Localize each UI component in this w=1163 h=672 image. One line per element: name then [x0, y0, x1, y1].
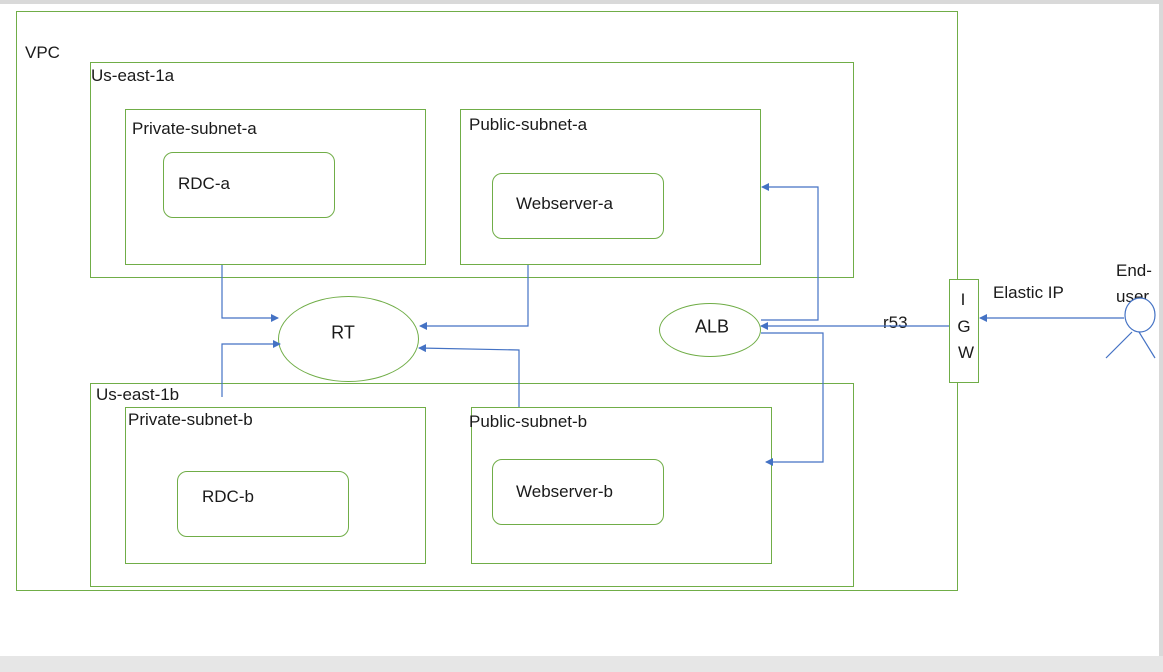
end-user-icon: [1105, 297, 1156, 359]
igw-letter-w: W: [957, 343, 975, 362]
arrow-private-b-to-rt: [221, 340, 281, 397]
webserver-a-instance[interactable]: [492, 173, 664, 239]
rdc-b-instance[interactable]: [177, 471, 349, 537]
webserver-b-instance[interactable]: [492, 459, 664, 525]
webserver-a-label: Webserver-a: [516, 194, 613, 213]
arrow-alb-to-public-a: [761, 183, 819, 321]
r53-label: r53: [883, 313, 908, 332]
private-subnet-a-box[interactable]: [125, 109, 426, 265]
elastic-ip-label: Elastic IP: [993, 283, 1064, 302]
rdc-a-instance[interactable]: [163, 152, 335, 218]
webserver-b-label: Webserver-b: [516, 482, 613, 501]
public-subnet-b-box[interactable]: [471, 407, 772, 564]
private-subnet-a-label: Private-subnet-a: [132, 119, 257, 138]
arrow-private-a-to-rt: [221, 265, 279, 322]
arrow-public-a-to-rt: [419, 265, 529, 330]
route-table-node[interactable]: [278, 296, 419, 382]
az-b-label: Us-east-1b: [96, 385, 180, 404]
igw-letter-g: G: [957, 317, 971, 336]
end-user-label-line1: End-: [1116, 261, 1152, 280]
az-a-label: Us-east-1a: [91, 66, 175, 85]
public-subnet-a-label: Public-subnet-a: [469, 115, 588, 134]
alb-node[interactable]: [659, 303, 761, 357]
arrow-alb-to-public-b: [761, 332, 824, 466]
private-subnet-b-label: Private-subnet-b: [128, 410, 253, 429]
window-right-edge: [1159, 0, 1163, 672]
rdc-a-label: RDC-a: [178, 174, 230, 193]
igw-box[interactable]: [949, 279, 979, 383]
alb-label: ALB: [694, 316, 730, 337]
az-a-box[interactable]: [90, 62, 854, 278]
rdc-b-label: RDC-b: [202, 487, 254, 506]
route-table-label: RT: [331, 322, 355, 343]
az-b-box[interactable]: [90, 383, 854, 587]
public-subnet-a-box[interactable]: [460, 109, 761, 265]
window-bottom-bar: [0, 656, 1163, 672]
public-subnet-b-label: Public-subnet-b: [469, 412, 588, 431]
igw-letter-i: I: [960, 290, 966, 309]
vpc-label: VPC: [25, 43, 60, 62]
window-top-edge: [0, 0, 1163, 4]
private-subnet-b-box[interactable]: [125, 407, 426, 564]
arrow-public-b-to-rt: [418, 344, 520, 407]
